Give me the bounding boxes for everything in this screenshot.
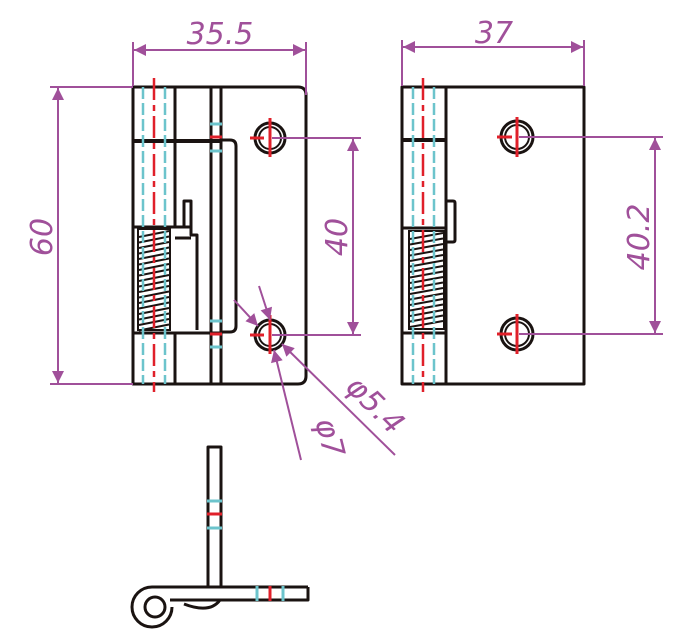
side-view xyxy=(400,78,586,392)
dimension-hole-spacing-left: 40 xyxy=(272,137,361,336)
coil-turn xyxy=(409,303,444,312)
coil-turn xyxy=(409,243,444,251)
dimension-label: φ7 xyxy=(308,415,351,461)
dimension-label: 60 xyxy=(25,218,60,256)
coil-turn xyxy=(409,237,444,246)
dimension-label: 40.2 xyxy=(622,204,657,271)
dimension-label: 40 xyxy=(320,218,355,256)
dimension-label: φ5.4 xyxy=(338,369,410,441)
coil-turn xyxy=(409,265,444,273)
coil-turn xyxy=(409,309,444,317)
coil-turn xyxy=(409,270,444,279)
dimension-hole-spacing-right: 40.2 xyxy=(519,136,663,335)
coil-turn xyxy=(409,298,444,306)
dimension-label: 35.5 xyxy=(187,17,254,52)
coil-turn xyxy=(409,259,444,268)
coil-turn xyxy=(409,254,444,262)
dimension-width-left: 35.5 xyxy=(132,17,307,95)
dimension-height: 60 xyxy=(25,86,133,385)
dimension-width-right: 37 xyxy=(401,16,585,86)
coil-turn xyxy=(409,232,444,240)
coil-turn xyxy=(409,287,444,295)
front-view xyxy=(131,78,308,392)
coil-turn xyxy=(409,314,444,323)
coil-turn xyxy=(409,320,444,328)
coil-turn xyxy=(409,276,444,284)
dimension-label: 37 xyxy=(475,16,513,51)
coil-turn xyxy=(409,292,444,301)
coil-turn xyxy=(409,281,444,290)
dimension-diameters: φ7 φ5.4 xyxy=(233,285,411,461)
top-view xyxy=(130,445,310,629)
coil-turn xyxy=(409,248,444,257)
